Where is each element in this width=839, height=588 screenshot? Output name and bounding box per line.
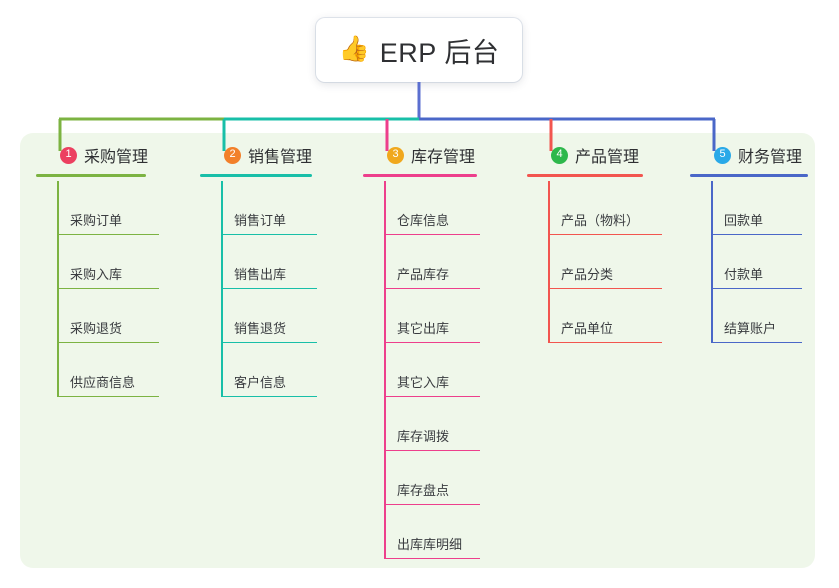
leaf-node[interactable]: 其它入库: [385, 365, 480, 397]
leaf-label: 出库库明细: [397, 537, 463, 552]
leaf-underline: [712, 341, 802, 343]
leaf-label: 采购入库: [70, 267, 123, 282]
branch-header-5[interactable]: 5 财务管理: [714, 143, 808, 167]
leaf-node[interactable]: 产品（物料）: [549, 203, 662, 235]
leaf-underline: [385, 449, 480, 451]
leaf-underline: [385, 503, 480, 505]
branch-underline: [527, 174, 643, 177]
branch-underline: [363, 174, 477, 177]
leaf-label: 其它出库: [397, 321, 450, 336]
leaf-underline: [385, 395, 480, 397]
leaf-label: 其它入库: [397, 375, 450, 390]
leaf-underline: [385, 287, 480, 289]
leaf-label: 产品（物料）: [561, 213, 640, 228]
branch-underline: [690, 174, 808, 177]
branch-header-3[interactable]: 3 库存管理: [387, 143, 477, 167]
leaf-node[interactable]: 出库库明细: [385, 527, 480, 559]
leaf-underline: [222, 287, 317, 289]
leaf-underline: [58, 341, 159, 343]
leaf-underline: [549, 233, 662, 235]
leaf-underline: [712, 287, 802, 289]
leaf-underline: [549, 341, 662, 343]
branch-number-badge: 1: [60, 146, 77, 164]
branch-number-badge: 2: [224, 146, 241, 164]
leaf-node[interactable]: 回款单: [712, 203, 802, 235]
leaf-underline: [58, 287, 159, 289]
branch-number-badge: 3: [387, 146, 404, 164]
leaf-underline: [385, 341, 480, 343]
leaf-label: 库存盘点: [397, 483, 450, 498]
branch-header-2[interactable]: 2 销售管理: [224, 143, 312, 167]
branch-underline: [36, 174, 146, 177]
leaf-underline: [222, 341, 317, 343]
branch-title: 采购管理: [84, 149, 149, 166]
leaf-label: 销售退货: [234, 321, 287, 336]
leaf-label: 库存调拨: [397, 429, 450, 444]
branch-header-4[interactable]: 4 产品管理: [551, 143, 643, 167]
leaf-node[interactable]: 销售退货: [222, 311, 317, 343]
branch-header-1[interactable]: 1 采购管理: [60, 143, 148, 167]
leaf-node[interactable]: 库存盘点: [385, 473, 480, 505]
leaf-label: 销售订单: [234, 213, 287, 228]
branch-title: 库存管理: [411, 149, 476, 166]
leaf-label: 客户信息: [234, 375, 287, 390]
leaf-underline: [712, 233, 802, 235]
leaf-label: 产品库存: [397, 267, 450, 282]
branch-column-2: 2 销售管理销售订单销售出库销售退货客户信息: [200, 143, 317, 397]
leaf-underline: [549, 287, 662, 289]
leaf-node[interactable]: 其它出库: [385, 311, 480, 343]
branch-underline: [200, 174, 312, 177]
leaf-node[interactable]: 付款单: [712, 257, 802, 289]
leaf-node[interactable]: 采购退货: [58, 311, 159, 343]
leaf-underline: [58, 233, 159, 235]
leaf-node[interactable]: 产品库存: [385, 257, 480, 289]
leaf-underline: [385, 233, 480, 235]
branch-column-1: 1 采购管理采购订单采购入库采购退货供应商信息: [36, 143, 159, 397]
leaf-node[interactable]: 采购入库: [58, 257, 159, 289]
leaf-node[interactable]: 结算账户: [712, 311, 802, 343]
leaf-label: 付款单: [724, 267, 764, 282]
leaf-node[interactable]: 采购订单: [58, 203, 159, 235]
branch-number-badge: 5: [714, 146, 731, 164]
leaf-label: 产品分类: [561, 267, 614, 282]
leaf-node[interactable]: 产品单位: [549, 311, 662, 343]
branch-title: 财务管理: [738, 149, 803, 166]
leaf-label: 结算账户: [724, 321, 777, 336]
leaf-node[interactable]: 产品分类: [549, 257, 662, 289]
leaf-node[interactable]: 仓库信息: [385, 203, 480, 235]
branch-column-4: 4 产品管理产品（物料） 产品分类产品单位: [527, 143, 662, 343]
root-node-title: ERP 后台: [379, 37, 500, 68]
branch-number-badge: 4: [551, 146, 568, 164]
leaf-node[interactable]: 销售订单: [222, 203, 317, 235]
leaf-node[interactable]: 销售出库: [222, 257, 317, 289]
leaf-label: 采购退货: [70, 321, 123, 336]
leaf-underline: [222, 395, 317, 397]
leaf-node[interactable]: 库存调拨: [385, 419, 480, 451]
leaf-underline: [222, 233, 317, 235]
leaf-node[interactable]: 客户信息: [222, 365, 317, 397]
leaf-node[interactable]: 供应商信息: [58, 365, 159, 397]
thumbs-up-icon: 👍: [338, 34, 370, 63]
leaf-underline: [385, 557, 480, 559]
branch-title: 产品管理: [575, 149, 640, 166]
leaf-underline: [58, 395, 159, 397]
leaf-label: 仓库信息: [397, 213, 450, 228]
branch-column-5: 5 财务管理回款单付款单结算账户: [690, 143, 808, 343]
leaf-label: 销售出库: [234, 267, 287, 282]
leaf-label: 采购订单: [70, 213, 123, 228]
leaf-label: 回款单: [724, 213, 764, 228]
diagram-panel: [20, 133, 815, 568]
leaf-label: 产品单位: [561, 321, 614, 336]
branch-column-3: 3 库存管理仓库信息产品库存其它出库其它入库库存调拨库存盘点出库库明细: [363, 143, 480, 559]
root-node-card[interactable]: 👍 ERP 后台: [316, 18, 522, 82]
branch-title: 销售管理: [248, 149, 313, 166]
leaf-label: 供应商信息: [70, 375, 136, 390]
